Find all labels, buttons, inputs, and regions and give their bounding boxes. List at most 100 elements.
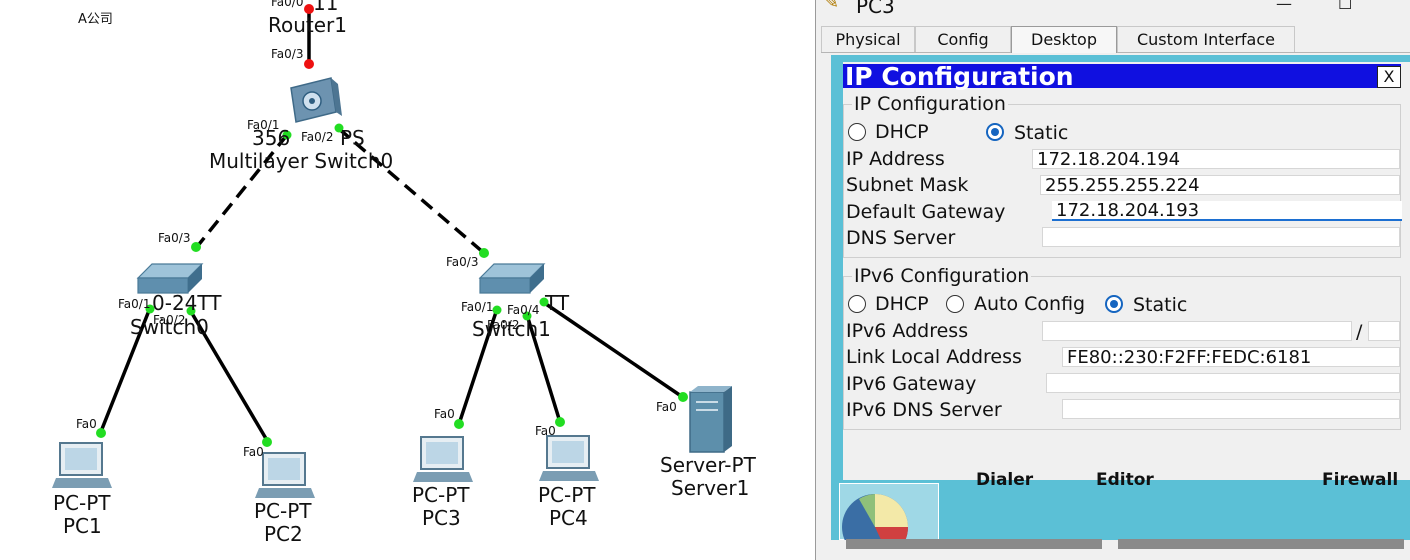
switch0-icon[interactable] <box>136 263 204 294</box>
mls-model-right: PS <box>340 126 365 150</box>
port-dot-sw1-fa01 <box>492 305 502 315</box>
ipv6-group: IPv6 Configuration DHCP Auto Config Stat… <box>843 265 1401 430</box>
sw1-port-fa03: Fa0/3 <box>446 255 478 269</box>
ipv6-gateway-field[interactable] <box>1046 373 1400 393</box>
link-mls-switch1[interactable] <box>336 126 486 255</box>
server-port: Fa0 <box>656 400 677 414</box>
device-tabs: Physical Config Desktop Custom Interface <box>821 26 1410 53</box>
editor-app-label[interactable]: Editor <box>1096 470 1154 490</box>
multilayer-switch-icon[interactable] <box>290 77 342 123</box>
dns-server-label: DNS Server <box>846 227 956 249</box>
link-local-address-field[interactable]: FE80::230:F2FF:FEDC:6181 <box>1062 347 1400 368</box>
link-mls-switch0[interactable] <box>194 133 289 250</box>
port-dot-sw0-fa03 <box>191 242 201 252</box>
port-dot-router-fa03 <box>304 59 314 69</box>
dns-server-field[interactable] <box>1042 227 1400 247</box>
port-dot-mls-fa01 <box>282 130 292 140</box>
ipv6-static-label: Static <box>1133 294 1188 316</box>
pc1-name: PC1 <box>63 514 102 538</box>
switch1-icon[interactable] <box>478 263 546 294</box>
ipv6-dns-server-field[interactable] <box>1062 399 1400 419</box>
company-note: A公司 <box>78 12 113 27</box>
links <box>98 8 685 443</box>
horizontal-scrollbar-left[interactable] <box>846 539 1102 549</box>
window-titlebar[interactable]: ✎ PC3 — ☐ <box>816 0 1410 22</box>
link-switch1-server[interactable] <box>542 300 685 400</box>
router-model-partial: 11 <box>313 0 338 15</box>
ipv4-dhcp-radio[interactable] <box>848 123 866 141</box>
ipv6-gateway-label: IPv6 Gateway <box>846 373 977 395</box>
ipv6-prefix-separator: / <box>1356 321 1363 343</box>
pc4-icon[interactable] <box>539 435 599 481</box>
ipv6-auto-config-label: Auto Config <box>974 293 1086 315</box>
pc2-model: PC-PT <box>254 499 312 523</box>
server-icon[interactable] <box>689 386 732 453</box>
tab-custom-interface[interactable]: Custom Interface <box>1117 26 1295 52</box>
router-name: Router1 <box>268 13 347 37</box>
desktop-app-strip <box>831 480 1410 540</box>
pc3-port: Fa0 <box>434 407 455 421</box>
ipv4-static-label: Static <box>1014 122 1069 144</box>
tab-config[interactable]: Config <box>915 26 1011 52</box>
default-gateway-label: Default Gateway <box>846 201 1006 223</box>
pc1-icon[interactable] <box>52 442 112 488</box>
ip-configuration-panel: IP Configuration X IP Configuration DHCP… <box>843 62 1410 480</box>
pc3-model: PC-PT <box>412 483 470 507</box>
link-switch0-pc1[interactable] <box>98 307 152 435</box>
mls-port-fa01: Fa0/1 <box>247 118 279 132</box>
link-switch0-pc2[interactable] <box>188 309 270 443</box>
port-dot-pc3 <box>454 419 464 429</box>
pc3-name: PC3 <box>422 506 461 530</box>
default-gateway-field[interactable]: 172.18.204.193 <box>1052 201 1402 221</box>
ipv6-auto-config-radio[interactable] <box>946 295 964 313</box>
pc-app-icon: ✎ <box>824 0 840 13</box>
ip-address-field[interactable]: 172.18.204.194 <box>1032 149 1400 170</box>
minimize-icon[interactable]: — <box>1276 0 1292 13</box>
sw0-model-partial: 0-24TT <box>152 291 222 315</box>
pc2-port: Fa0 <box>243 445 264 459</box>
port-dot-sw0-fa02 <box>186 306 196 316</box>
ipv6-dns-server-label: IPv6 DNS Server <box>846 399 1002 421</box>
window-title: PC3 <box>856 0 895 18</box>
mls-name: Multilayer Switch0 <box>209 149 393 173</box>
sw0-name: Switch0 <box>130 315 209 339</box>
ipv6-address-field[interactable] <box>1042 321 1352 341</box>
port-dot-pc2 <box>262 437 272 447</box>
ipv6-dhcp-radio[interactable] <box>848 295 866 313</box>
pc1-model: PC-PT <box>53 491 111 515</box>
pc3-window: ✎ PC3 — ☐ Physical Config Desktop Custom… <box>815 0 1410 560</box>
subnet-mask-label: Subnet Mask <box>846 174 969 196</box>
ipv6-prefix-field[interactable] <box>1368 321 1400 341</box>
pc3-icon[interactable] <box>413 436 473 482</box>
close-ip-config-button[interactable]: X <box>1377 66 1401 88</box>
pc2-icon[interactable] <box>255 452 315 498</box>
horizontal-scrollbar-right[interactable] <box>1118 539 1404 549</box>
sw0-port-fa01: Fa0/1 <box>118 297 150 311</box>
tab-physical[interactable]: Physical <box>821 26 915 52</box>
subnet-mask-field[interactable]: 255.255.255.224 <box>1040 175 1400 196</box>
sw1-name: Switch1 <box>472 317 551 341</box>
ipv6-legend: IPv6 Configuration <box>852 265 1032 287</box>
ip-address-label: IP Address <box>846 148 945 170</box>
link-local-address-label: Link Local Address <box>846 346 1022 368</box>
ipv4-static-radio[interactable] <box>986 123 1004 141</box>
server-name: Server1 <box>671 476 749 500</box>
router-port-fa03: Fa0/3 <box>271 47 303 61</box>
maximize-icon[interactable]: ☐ <box>1338 0 1353 13</box>
mls-port-fa02: Fa0/2 <box>301 130 333 144</box>
network-topology-canvas[interactable]: A公司 Fa0/0 11 Router1 Fa0/3 356 PS Fa0/1 … <box>0 0 815 560</box>
pc2-name: PC2 <box>264 522 303 546</box>
sw0-port-fa02: Fa0/2 <box>153 313 185 327</box>
pie-app-icon[interactable] <box>839 483 939 540</box>
link-switch1-pc3[interactable] <box>457 308 499 425</box>
ipv6-address-label: IPv6 Address <box>846 320 969 342</box>
link-switch1-pc4[interactable] <box>525 314 562 423</box>
port-dot-pc4 <box>555 417 565 427</box>
tab-desktop[interactable]: Desktop <box>1011 26 1117 53</box>
firewall-app-label[interactable]: Firewall <box>1322 470 1399 490</box>
pc4-name: PC4 <box>549 506 588 530</box>
ip-configuration-header: IP Configuration X <box>843 62 1401 91</box>
ipv6-static-radio[interactable] <box>1105 295 1123 313</box>
port-dot-sw1-fa02 <box>522 311 532 321</box>
dialer-app-label[interactable]: Dialer <box>976 470 1034 490</box>
